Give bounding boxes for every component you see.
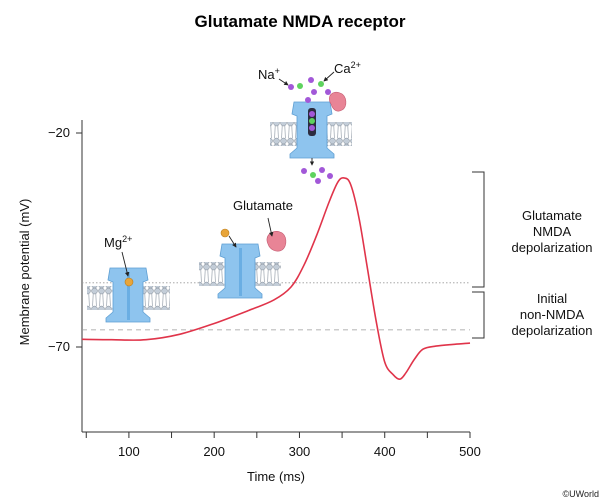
bracket-initial-depolarization: Initial non-NMDA depolarization xyxy=(472,291,593,339)
bracket-nmda-line-1: Glutamate xyxy=(522,208,582,223)
bracket-nmda-line-2: NMDA xyxy=(533,224,572,239)
credit-label: ©UWorld xyxy=(563,489,599,499)
bracket-nmda-depolarization: Glutamate NMDA depolarization xyxy=(472,171,593,288)
x-axis-label: Time (ms) xyxy=(247,469,305,484)
glutamate-label: Glutamate xyxy=(233,198,293,213)
ca-label-base: Ca xyxy=(334,61,351,76)
mg-label-sup: 2+ xyxy=(122,234,132,244)
x-tick-label: 100 xyxy=(118,444,140,459)
na-label-sup: + xyxy=(275,66,280,76)
x-tick-label: 300 xyxy=(289,444,311,459)
nmda-channel-mg-blocked-icon: Mg2+ xyxy=(87,234,170,323)
svg-text:Ca2+: Ca2+ xyxy=(334,60,361,76)
figure-title: Glutamate NMDA receptor xyxy=(195,12,406,31)
y-tick-label: −70 xyxy=(48,339,70,354)
x-tick-label: 500 xyxy=(459,444,481,459)
y-axis-label: Membrane potential (mV) xyxy=(17,199,32,346)
svg-text:Mg2+: Mg2+ xyxy=(104,234,132,250)
x-tick-label: 200 xyxy=(203,444,225,459)
x-tick-label: 400 xyxy=(374,444,396,459)
bracket-initial-line-1: Initial xyxy=(537,291,567,306)
mg-label-base: Mg xyxy=(104,235,122,250)
bracket-initial-line-3: depolarization xyxy=(512,323,593,338)
membrane-potential-curve xyxy=(81,177,471,380)
nmda-channel-open-icon: Na+ Ca2+ xyxy=(258,60,361,184)
svg-text:Na+: Na+ xyxy=(258,66,280,82)
nmda-channel-glutamate-bound-icon: Glutamate xyxy=(199,198,293,299)
bracket-nmda-line-3: depolarization xyxy=(512,240,593,255)
ca-label-sup: 2+ xyxy=(351,60,361,70)
bracket-initial-line-2: non-NMDA xyxy=(520,307,585,322)
y-tick-label: −20 xyxy=(48,125,70,140)
na-label-base: Na xyxy=(258,67,275,82)
chart-axes: 100 200 300 400 500 −20 −70 xyxy=(48,120,481,459)
